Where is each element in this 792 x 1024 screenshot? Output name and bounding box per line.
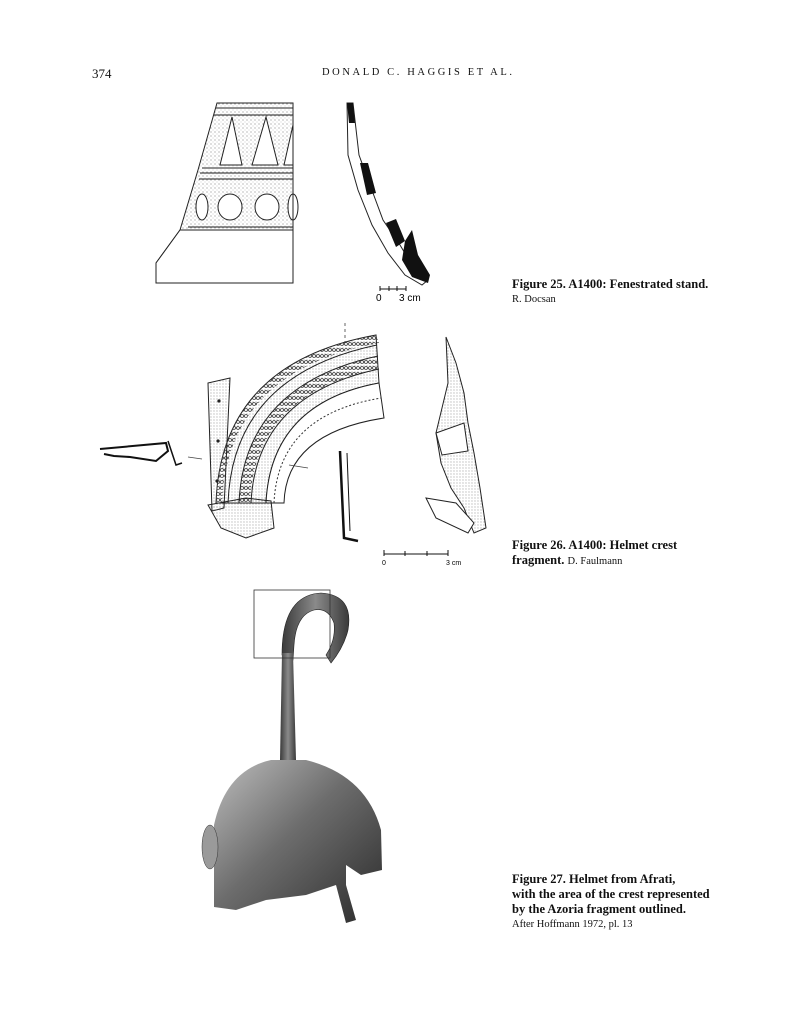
running-head: DONALD C. HAGGIS ET AL. <box>322 67 515 78</box>
figure-25-credit: R. Docsan <box>512 294 556 305</box>
figure-27-title-line2: with the area of the crest represented <box>512 887 710 901</box>
figure-27-photo <box>201 589 382 923</box>
figure-26-scale-label: 3 cm <box>446 560 461 567</box>
figure-26-title-line1: Figure 26. A1400: Helmet crest <box>512 538 678 552</box>
page-number: 374 <box>92 66 112 81</box>
figure-25-caption: Figure 25. A1400: Fenestrated stand. R. … <box>512 277 708 307</box>
figure-25-scale-label: 3 cm <box>399 293 421 304</box>
figure-26-scale-zero: 0 <box>382 560 386 567</box>
crest-area-outline <box>253 589 331 659</box>
figure-25-scale-zero: 0 <box>376 293 382 304</box>
figure-25-title: Figure 25. A1400: Fenestrated stand. <box>512 277 709 291</box>
figure-27-caption: Figure 27. Helmet from Afrati, with the … <box>512 872 710 932</box>
figure-26-scale-bar: 0 3 cm <box>382 550 461 567</box>
figure-26-drawing <box>99 323 487 543</box>
figure-26-credit: D. Faulmann <box>567 556 623 567</box>
figure-25-drawing <box>155 102 430 286</box>
figure-26-caption: Figure 26. A1400: Helmet crest fragment.… <box>512 538 677 569</box>
figure-26-title-line2: fragment. <box>512 553 565 567</box>
figure-27-title-line3: by the Azoria fragment outlined. <box>512 902 686 916</box>
figure-27-credit: After Hoffmann 1972, pl. 13 <box>512 919 633 930</box>
figure-25-scale-bar: 0 3 cm <box>376 286 421 304</box>
figure-27-title-line1: Figure 27. Helmet from Afrati, <box>512 872 676 886</box>
